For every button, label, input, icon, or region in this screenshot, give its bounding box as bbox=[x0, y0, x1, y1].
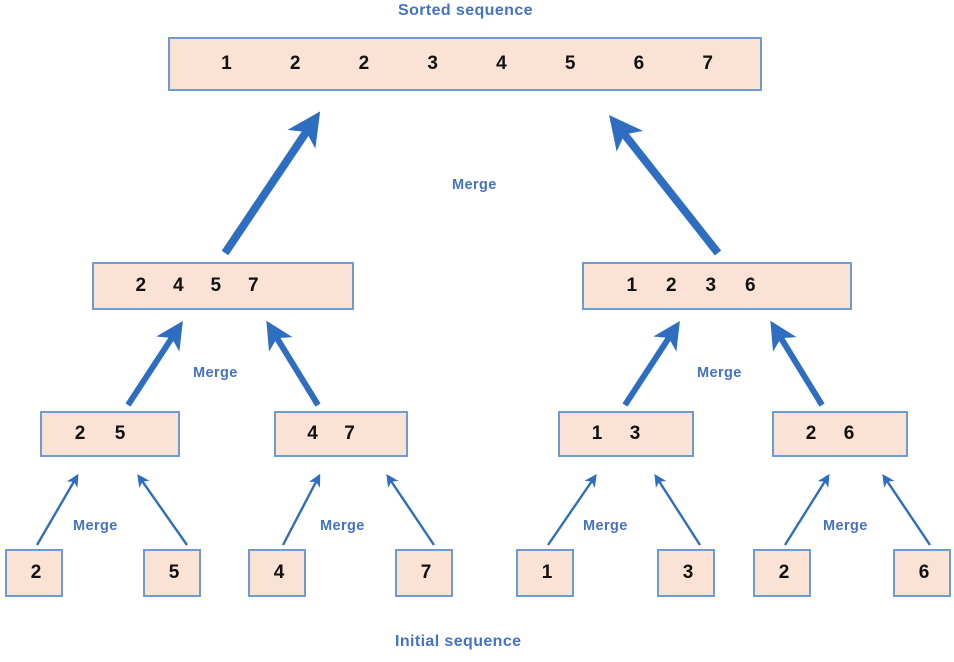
box-single-3: 4 bbox=[248, 549, 306, 597]
merge-top-label: Merge bbox=[452, 177, 497, 193]
box-single-2: 5 bbox=[143, 549, 201, 597]
arrow-s3-to-pair2 bbox=[281, 473, 321, 546]
box-right-half-value-1: 1 bbox=[626, 275, 638, 296]
arrow-pair4-to-righthalf bbox=[770, 320, 825, 407]
box-pair-1-value-1: 2 bbox=[74, 423, 86, 444]
arrow-s1-to-pair1 bbox=[35, 473, 79, 546]
box-single-2-value-1: 5 bbox=[168, 562, 180, 583]
box-single-3-value-1: 4 bbox=[273, 562, 285, 583]
box-single-5: 1 bbox=[516, 549, 574, 597]
box-pair-2-value-2: 7 bbox=[344, 423, 355, 444]
arrow-s4-to-pair2 bbox=[386, 474, 435, 546]
box-single-7: 2 bbox=[753, 549, 811, 597]
box-right-half-value-4: 6 bbox=[744, 275, 756, 296]
box-sorted-value-2: 2 bbox=[289, 53, 301, 74]
box-left-half-value-2: 4 bbox=[172, 275, 184, 296]
box-left-half: 2 4 5 7 bbox=[92, 262, 354, 310]
merge-mid-right-label: Merge bbox=[697, 365, 742, 381]
box-single-6: 3 bbox=[657, 549, 715, 597]
box-sorted-value-3: 2 bbox=[358, 53, 370, 74]
box-single-8: 6 bbox=[893, 549, 951, 597]
box-single-6-value-1: 3 bbox=[682, 562, 694, 583]
merge-mid-left-label: Merge bbox=[193, 365, 238, 381]
arrow-pair2-to-lefthalf bbox=[266, 320, 321, 407]
initial-sequence-caption: Initial sequence bbox=[395, 633, 522, 650]
box-single-7-value-1: 2 bbox=[778, 562, 790, 583]
box-pair-2-value-1: 4 bbox=[307, 423, 318, 444]
box-left-half-value-4: 7 bbox=[247, 275, 259, 296]
box-single-4-value-1: 7 bbox=[420, 562, 432, 583]
box-pair-4-value-1: 2 bbox=[805, 423, 817, 444]
box-right-half: 1 2 3 6 bbox=[582, 262, 852, 310]
box-pair-3-value-1: 1 bbox=[591, 423, 603, 444]
box-sorted-value-1: 1 bbox=[221, 53, 232, 74]
box-sorted: 1 2 2 3 4 5 6 7 bbox=[168, 37, 762, 91]
box-single-8-value-1: 6 bbox=[918, 562, 930, 583]
box-sorted-value-4: 3 bbox=[427, 53, 438, 74]
box-sorted-value-8: 7 bbox=[702, 53, 713, 74]
merge-low-3-label: Merge bbox=[583, 518, 628, 534]
arrow-s5-to-pair3 bbox=[547, 474, 597, 546]
arrow-s8-to-pair4 bbox=[882, 474, 931, 546]
box-left-half-value-3: 5 bbox=[210, 275, 222, 296]
box-left-half-value-1: 2 bbox=[135, 275, 147, 296]
box-sorted-value-6: 5 bbox=[564, 53, 576, 74]
arrow-s6-to-pair3 bbox=[654, 473, 702, 546]
box-sorted-value-5: 4 bbox=[496, 53, 507, 74]
box-sorted-value-7: 6 bbox=[633, 53, 645, 74]
arrow-s2-to-pair1 bbox=[137, 474, 188, 546]
box-single-1-value-1: 2 bbox=[30, 562, 42, 583]
box-pair-3-value-2: 3 bbox=[629, 423, 641, 444]
box-pair-1-value-2: 5 bbox=[114, 423, 126, 444]
arrow-merge-to-sorted-left bbox=[221, 111, 321, 256]
box-single-4: 7 bbox=[395, 549, 453, 597]
arrow-pair3-to-righthalf bbox=[622, 320, 680, 407]
box-single-1: 2 bbox=[5, 549, 63, 597]
sorted-sequence-caption: Sorted sequence bbox=[398, 2, 533, 19]
box-right-half-value-2: 2 bbox=[665, 275, 677, 296]
arrow-s7-to-pair4 bbox=[783, 473, 830, 546]
box-single-5-value-1: 1 bbox=[541, 562, 553, 583]
box-pair-4-value-2: 6 bbox=[843, 423, 855, 444]
box-right-half-value-3: 3 bbox=[705, 275, 717, 296]
merge-low-2-label: Merge bbox=[320, 518, 365, 534]
arrow-pair1-to-lefthalf bbox=[125, 320, 183, 407]
merge-low-1-label: Merge bbox=[73, 518, 118, 534]
merge-low-4-label: Merge bbox=[823, 518, 868, 534]
arrow-merge-to-sorted-right bbox=[609, 114, 722, 256]
